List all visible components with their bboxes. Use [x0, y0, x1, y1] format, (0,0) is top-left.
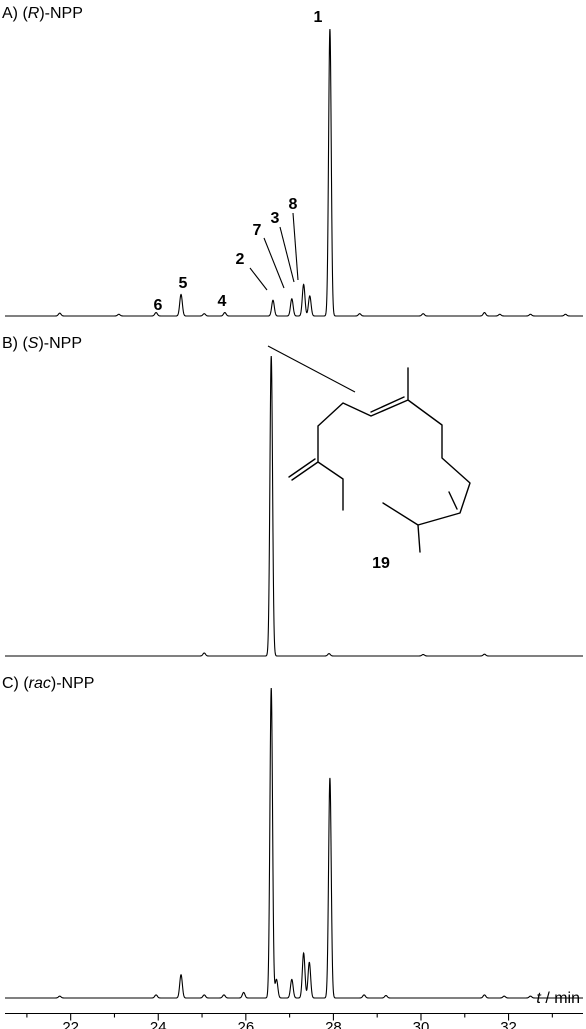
- peak-label-6: 6: [154, 297, 163, 314]
- compound-19-label: 19: [372, 555, 390, 572]
- structure-pointer-line: [268, 346, 355, 392]
- leader-line-3: [280, 227, 294, 282]
- peak-label-1: 1: [314, 9, 323, 26]
- panel-b-trace: [5, 356, 583, 656]
- x-tick-label: 32: [500, 1019, 517, 1029]
- x-tick-label: 26: [237, 1019, 254, 1029]
- x-tick-label: 24: [150, 1019, 167, 1029]
- compound-19-structure: [289, 368, 470, 552]
- x-axis-ticks: 22 24 26 28 30 32: [27, 1014, 552, 1029]
- leader-line-8: [293, 213, 298, 280]
- peak-label-2: 2: [236, 251, 245, 268]
- peak-label-7: 7: [253, 222, 262, 239]
- peak-label-8: 8: [289, 196, 298, 213]
- peak-label-3: 3: [271, 210, 280, 227]
- leader-line-2: [250, 268, 267, 290]
- x-tick-label: 30: [413, 1019, 430, 1029]
- panel-b: B) (S)-NPP 19: [2, 335, 583, 656]
- panel-a-trace: [5, 29, 583, 316]
- leader-line-7: [264, 238, 284, 288]
- panel-c: C) (rac)-NPP: [2, 675, 583, 998]
- x-tick-label: 22: [62, 1019, 79, 1029]
- panel-c-trace: [5, 688, 583, 998]
- peak-label-5: 5: [179, 275, 188, 292]
- panel-a-label: A) (R)-NPP: [2, 5, 83, 22]
- compound-19-double-bond: [449, 492, 457, 509]
- x-tick-label: 28: [325, 1019, 342, 1029]
- panel-c-label: C) (rac)-NPP: [2, 675, 94, 692]
- peak-label-4: 4: [218, 293, 227, 310]
- x-axis-label: t / min: [536, 990, 580, 1007]
- compound-19-skeleton: [289, 368, 470, 552]
- panel-b-label: B) (S)-NPP: [2, 335, 82, 352]
